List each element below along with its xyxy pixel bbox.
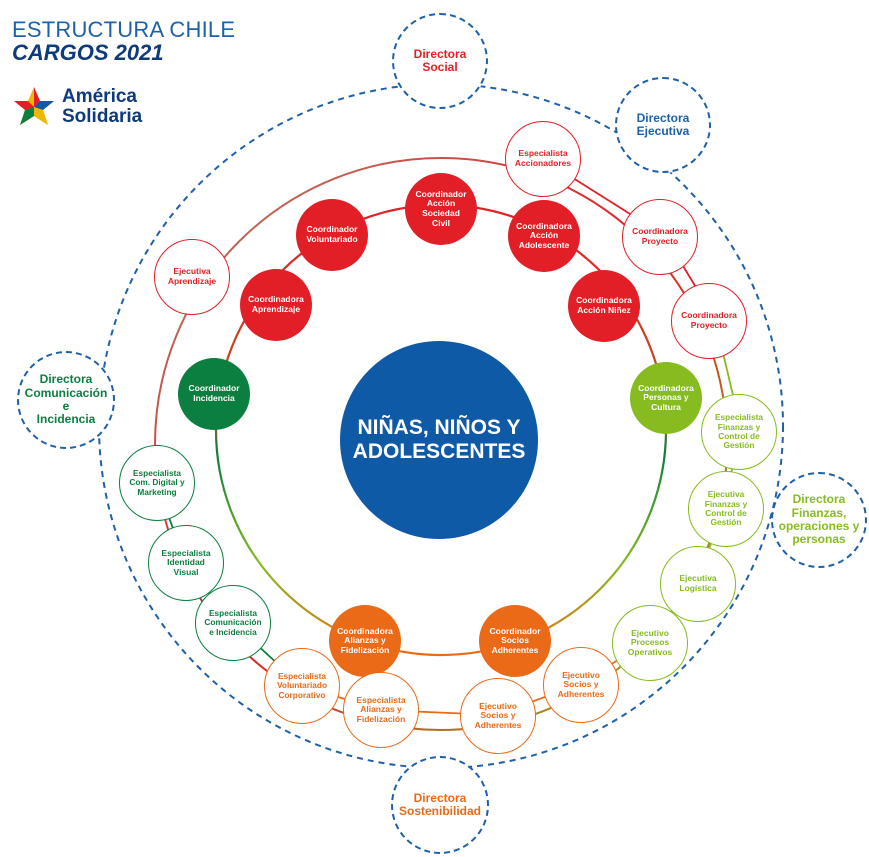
- director-comunicacion: Directora Comunicación e Incidencia: [17, 351, 115, 449]
- director-finanzas: Directora Finanzas, operaciones y person…: [771, 472, 867, 568]
- america-solidaria-logo: América Solidaria: [12, 85, 147, 127]
- specialist-label: Coordinadora Proyecto: [681, 310, 737, 330]
- specialist-label: Especialista Voluntariado Corporativo: [276, 671, 328, 700]
- specialist-node: Especialista Finanzas y Control de Gesti…: [701, 394, 777, 470]
- logo-line2: Solidaria: [62, 105, 143, 127]
- specialist-label: Ejecutivo Socios y Adherentes: [557, 669, 605, 699]
- specialist-label: Ejecutiva Aprendizaje: [167, 266, 217, 286]
- director-social-label: Directora Social: [413, 46, 467, 74]
- logo-text: América Solidaria: [62, 87, 142, 127]
- specialist-label: Especialista Accionadores: [514, 148, 572, 168]
- coordinator-label: Coordinador Socios Adherentes: [489, 625, 541, 655]
- coordinator-node: Coordinador Socios Adherentes: [479, 605, 551, 677]
- director-ejecutiva: Directora Ejecutiva: [615, 77, 711, 173]
- coordinator-label: Coordinadora Aprendizaje: [248, 294, 304, 314]
- specialist-node: Ejecutiva Finanzas y Control de Gestión: [688, 471, 764, 547]
- specialist-label: Especialista Comunicación e Incidencia: [204, 608, 262, 637]
- logo-line1: América: [62, 86, 137, 107]
- specialist-node: Especialista Comunicación e Incidencia: [195, 585, 271, 661]
- specialist-label: Especialista Finanzas y Control de Gesti…: [715, 412, 763, 451]
- page-title: ESTRUCTURA CHILE: [12, 17, 236, 42]
- specialist-node: Especialista Accionadores: [505, 121, 581, 197]
- coordinator-node: Coordinadora Acción Adolescente: [508, 200, 580, 272]
- coordinator-label: Coordinador Voluntariado: [306, 224, 358, 244]
- specialist-label: Ejecutiva Finanzas y Control de Gestión: [704, 489, 748, 528]
- coordinator-label: Coordinador Acción Sociedad Civil: [415, 188, 467, 228]
- page-subtitle: CARGOS 2021: [12, 40, 164, 66]
- specialist-node: Ejecutivo Procesos Operativos: [612, 605, 688, 681]
- header: ESTRUCTURA CHILE CARGOS 2021: [12, 18, 235, 64]
- director-finanzas-label: Directora Finanzas, operaciones y person…: [778, 492, 860, 547]
- coordinator-node: Coordinador Voluntariado: [296, 199, 368, 271]
- coordinator-label: Coordinadora Acción Niñez: [576, 295, 632, 315]
- specialist-node: Especialista Com. Digital y Marketing: [119, 445, 195, 521]
- coordinator-node: Coordinadora Alianzas y Fidelización: [329, 605, 401, 677]
- director-comunicacion-label: Directora Comunicación e Incidencia: [24, 372, 108, 427]
- specialist-label: Especialista Com. Digital y Marketing: [129, 468, 185, 497]
- specialist-label: Especialista Identidad Visual: [161, 547, 211, 577]
- specialist-node: Especialista Alianzas y Fidelización: [343, 672, 419, 748]
- specialist-node: Especialista Identidad Visual: [148, 525, 224, 601]
- coordinator-node: Coordinadora Personas y Cultura: [630, 362, 702, 434]
- specialist-node: Ejecutiva Logística: [660, 546, 736, 622]
- specialist-node: Ejecutivo Socios y Adherentes: [543, 647, 619, 723]
- director-sostenibilidad: Directora Sostenibilidad: [391, 756, 489, 854]
- specialist-label: Ejecutivo Socios y Adherentes: [474, 700, 522, 730]
- coordinator-label: Coordinadora Acción Adolescente: [516, 220, 572, 250]
- center-node: NIÑAS, NIÑOS Y ADOLESCENTES: [340, 341, 538, 539]
- director-social: Directora Social: [392, 13, 488, 109]
- coordinator-node: Coordinador Incidencia: [178, 358, 250, 430]
- specialist-node: Ejecutivo Socios y Adherentes: [460, 678, 536, 754]
- specialist-node: Especialista Voluntariado Corporativo: [264, 648, 340, 724]
- specialist-node: Coordinadora Proyecto: [622, 199, 698, 275]
- coordinator-label: Coordinadora Alianzas y Fidelización: [337, 625, 393, 655]
- star-logo-icon: [14, 87, 54, 125]
- specialist-node: Coordinadora Proyecto: [671, 283, 747, 359]
- specialist-node: Ejecutiva Aprendizaje: [154, 239, 230, 315]
- center-label: NIÑAS, NIÑOS Y ADOLESCENTES: [352, 416, 526, 463]
- specialist-label: Especialista Alianzas y Fidelización: [356, 694, 406, 724]
- coordinator-node: Coordinadora Acción Niñez: [568, 270, 640, 342]
- coordinator-node: Coordinador Acción Sociedad Civil: [405, 173, 477, 245]
- director-sostenibilidad-label: Directora Sostenibilidad: [398, 790, 481, 818]
- director-ejecutiva-label: Directora Ejecutiva: [636, 110, 690, 138]
- coordinator-label: Coordinador Incidencia: [188, 383, 240, 403]
- specialist-label: Ejecutiva Logística: [679, 573, 717, 593]
- coordinator-label: Coordinadora Personas y Cultura: [638, 382, 694, 412]
- specialist-label: Coordinadora Proyecto: [632, 226, 688, 246]
- coordinator-node: Coordinadora Aprendizaje: [240, 269, 312, 341]
- specialist-label: Ejecutivo Procesos Operativos: [627, 627, 673, 657]
